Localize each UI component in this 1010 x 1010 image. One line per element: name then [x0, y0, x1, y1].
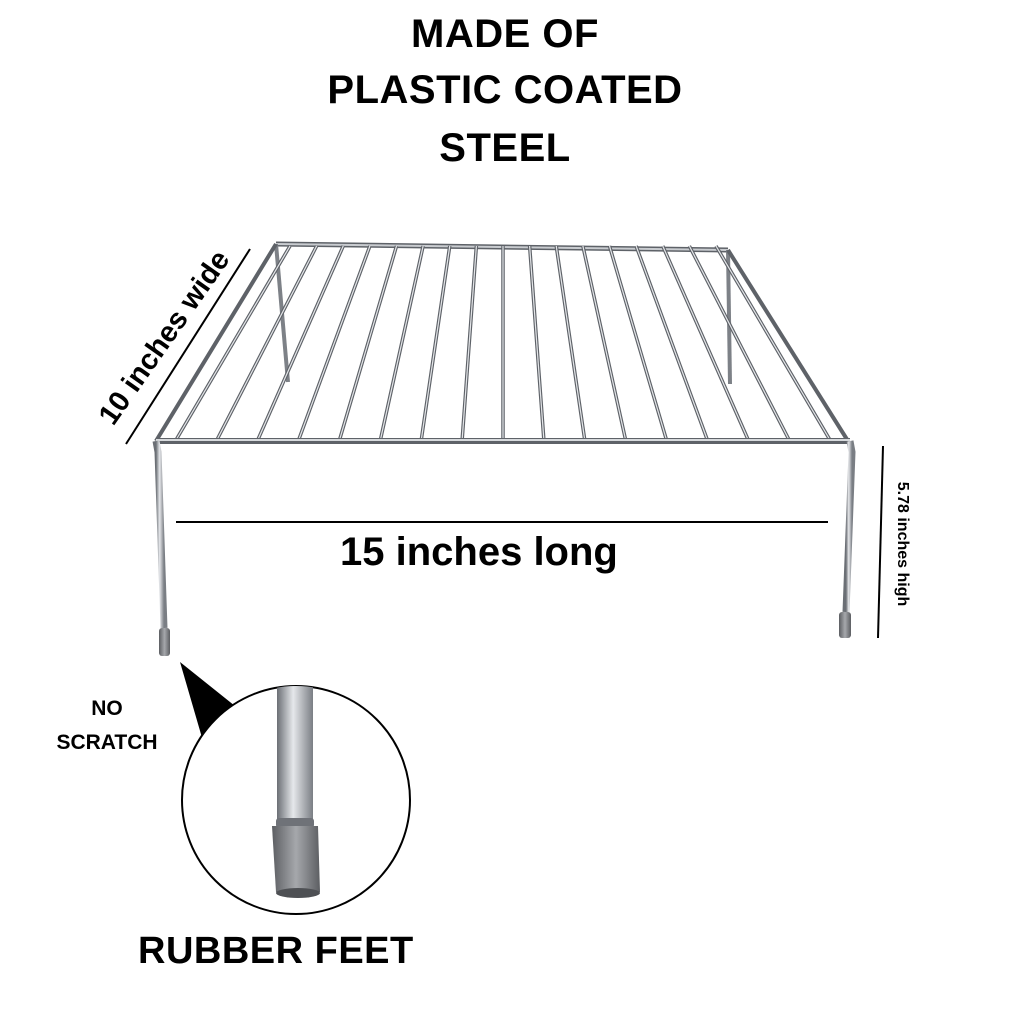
length-label: 15 inches long	[340, 530, 618, 574]
rubber-feet-label: RUBBER FEET	[138, 930, 414, 972]
wire-slat-highlight	[635, 245, 708, 441]
wire-slat-highlight	[257, 245, 344, 441]
heading-line-3: STEEL	[439, 126, 571, 170]
wire-slat-highlight	[461, 245, 477, 441]
rubber-foot-left	[159, 628, 170, 656]
wire-slat-highlight	[582, 245, 627, 441]
shelf-side-rims	[154, 242, 850, 443]
wire-slat-highlight	[298, 245, 371, 441]
shelf-front-left-leg	[152, 440, 170, 656]
callout-pointer	[180, 662, 240, 748]
shelf-wire-slats	[174, 245, 832, 441]
wire-slat-highlight	[338, 245, 398, 441]
wire-slat-highlight	[379, 245, 424, 441]
wire-slat-highlight	[175, 245, 291, 441]
wire-slat-highlight	[662, 245, 749, 441]
heading-line-2: PLASTIC COATED	[327, 68, 683, 112]
wire-slat-highlight	[688, 245, 790, 441]
shelf-front-right-leg	[839, 440, 856, 638]
wire-slat-highlight	[715, 245, 831, 441]
heading-line-1: MADE OF	[411, 12, 599, 56]
no-scratch-label: NO SCRATCH	[42, 692, 172, 760]
wire-slat-highlight	[608, 245, 668, 441]
rubber-feet-zoom-circle	[181, 685, 411, 915]
no-scratch-line-2: SCRATCH	[56, 731, 158, 754]
wire-slat-highlight	[420, 245, 451, 441]
wire-slat-highlight	[216, 245, 318, 441]
height-dimension-line	[877, 445, 884, 639]
width-dimension-line	[125, 248, 251, 445]
no-scratch-line-1: NO	[91, 697, 123, 720]
height-label: 5.78 inches high	[894, 481, 911, 607]
shelf-front-rim	[156, 438, 850, 444]
rubber-foot-right	[839, 612, 851, 638]
wire-slat-highlight	[555, 245, 586, 441]
wire-slat-highlight	[529, 245, 545, 441]
